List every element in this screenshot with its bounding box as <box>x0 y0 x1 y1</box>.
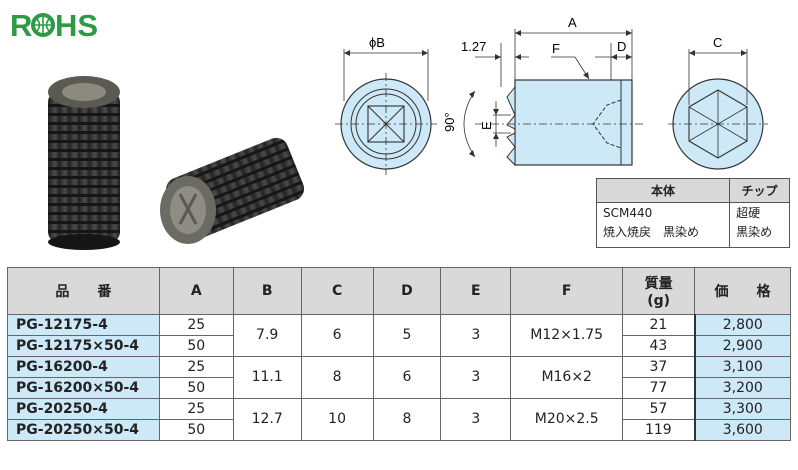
value-a: 25 <box>158 398 234 420</box>
material-tip-line: 黒染め <box>736 225 773 239</box>
value-e: 3 <box>440 398 512 441</box>
value-f: M16×2 <box>510 356 624 399</box>
technical-drawing: ϕB A 1.27 F D E <box>335 15 768 175</box>
label-1-27: 1.27 <box>461 39 486 54</box>
end-view-socket: ϕB <box>335 35 437 175</box>
value-f: M20×2.5 <box>510 398 624 441</box>
value-c: 8 <box>300 356 374 399</box>
part-number: PG-20250×50-4 <box>7 419 160 441</box>
value-d: 5 <box>372 314 442 357</box>
vertical-screw-image <box>48 76 120 250</box>
value-f: M12×1.75 <box>510 314 624 357</box>
side-view: A 1.27 F D E 90° <box>442 15 645 167</box>
header-c: C <box>300 267 374 315</box>
value-c: 10 <box>300 398 374 441</box>
header-part: 品 番 <box>7 267 160 315</box>
part-number: PG-16200×50-4 <box>7 377 160 399</box>
label-phi-b: ϕB <box>369 35 385 50</box>
table-row: PG-16200-4 25 11.1 8 6 3 M16×2 37 3,100 <box>7 356 791 399</box>
rohs-logo: R HS <box>10 8 98 43</box>
value-c: 6 <box>300 314 374 357</box>
material-header-tip: チップ <box>729 178 790 203</box>
part-number: PG-20250-4 <box>7 398 160 420</box>
value-d: 6 <box>372 356 442 399</box>
value-a: 50 <box>158 377 234 399</box>
value-mass: 37 <box>622 356 696 378</box>
label-d: D <box>617 39 626 54</box>
label-90-deg: 90° <box>442 112 457 132</box>
part-number: PG-12175×50-4 <box>7 335 160 357</box>
header-mass-label: 質量 <box>644 276 673 292</box>
header-price: 価 格 <box>694 267 791 315</box>
table-row: PG-12175-4 25 7.9 6 5 3 M12×1.75 21 2,80… <box>7 314 791 357</box>
part-number: PG-12175-4 <box>7 314 160 336</box>
spec-table: 品 番 A B C D E F 質量 (g) 価 格 PG-12175-4 25… <box>7 267 791 441</box>
value-b: 11.1 <box>232 356 302 399</box>
value-mass: 119 <box>622 419 696 441</box>
value-b: 7.9 <box>232 314 302 357</box>
value-price: 3,100 <box>694 356 791 378</box>
end-view-hex: C <box>668 35 768 170</box>
label-e: E <box>479 121 494 130</box>
value-e: 3 <box>440 314 512 357</box>
svg-text:HS: HS <box>55 8 98 43</box>
material-body-line: SCM440 <box>603 206 653 220</box>
value-price: 2,900 <box>694 335 791 357</box>
value-price: 2,800 <box>694 314 791 336</box>
table-row: PG-16200×50-4 50 77 3,200 <box>7 377 791 399</box>
header-mass-unit: (g) <box>647 293 671 309</box>
value-d: 8 <box>372 398 442 441</box>
label-c: C <box>713 35 722 50</box>
material-tip-cell: 超硬 黒染め <box>729 202 790 248</box>
value-price: 3,200 <box>694 377 791 399</box>
label-a: A <box>568 15 577 30</box>
material-tip-line: 超硬 <box>736 206 761 220</box>
material-table: 本体 チップ SCM440 焼入焼戻 黒染め 超硬 黒染め <box>595 178 790 248</box>
header-a: A <box>158 267 234 315</box>
material-body-cell: SCM440 焼入焼戻 黒染め <box>595 202 731 248</box>
value-price: 3,600 <box>694 419 791 441</box>
material-body-line: 焼入焼戻 黒染め <box>603 225 700 239</box>
value-price: 3,300 <box>694 398 791 420</box>
table-row: PG-20250-4 25 12.7 10 8 3 M20×2.5 57 3,3… <box>7 398 791 441</box>
label-f: F <box>552 41 560 56</box>
header-b: B <box>232 267 302 315</box>
header-f: F <box>510 267 624 315</box>
value-a: 50 <box>158 335 234 357</box>
product-photo <box>48 76 305 250</box>
header-e: E <box>440 267 512 315</box>
value-a: 25 <box>158 356 234 378</box>
value-e: 3 <box>440 356 512 399</box>
table-row: PG-20250×50-4 50 119 3,600 <box>7 419 791 441</box>
part-number: PG-16200-4 <box>7 356 160 378</box>
header-mass: 質量 (g) <box>622 267 696 315</box>
value-a: 50 <box>158 419 234 441</box>
svg-text:R: R <box>10 8 32 43</box>
value-mass: 43 <box>622 335 696 357</box>
material-header-body: 本体 <box>595 178 731 203</box>
value-b: 12.7 <box>232 398 302 441</box>
value-a: 25 <box>158 314 234 336</box>
header-d: D <box>372 267 442 315</box>
value-mass: 57 <box>622 398 696 420</box>
value-mass: 77 <box>622 377 696 399</box>
value-mass: 21 <box>622 314 696 336</box>
horizontal-screw-image <box>160 137 305 244</box>
